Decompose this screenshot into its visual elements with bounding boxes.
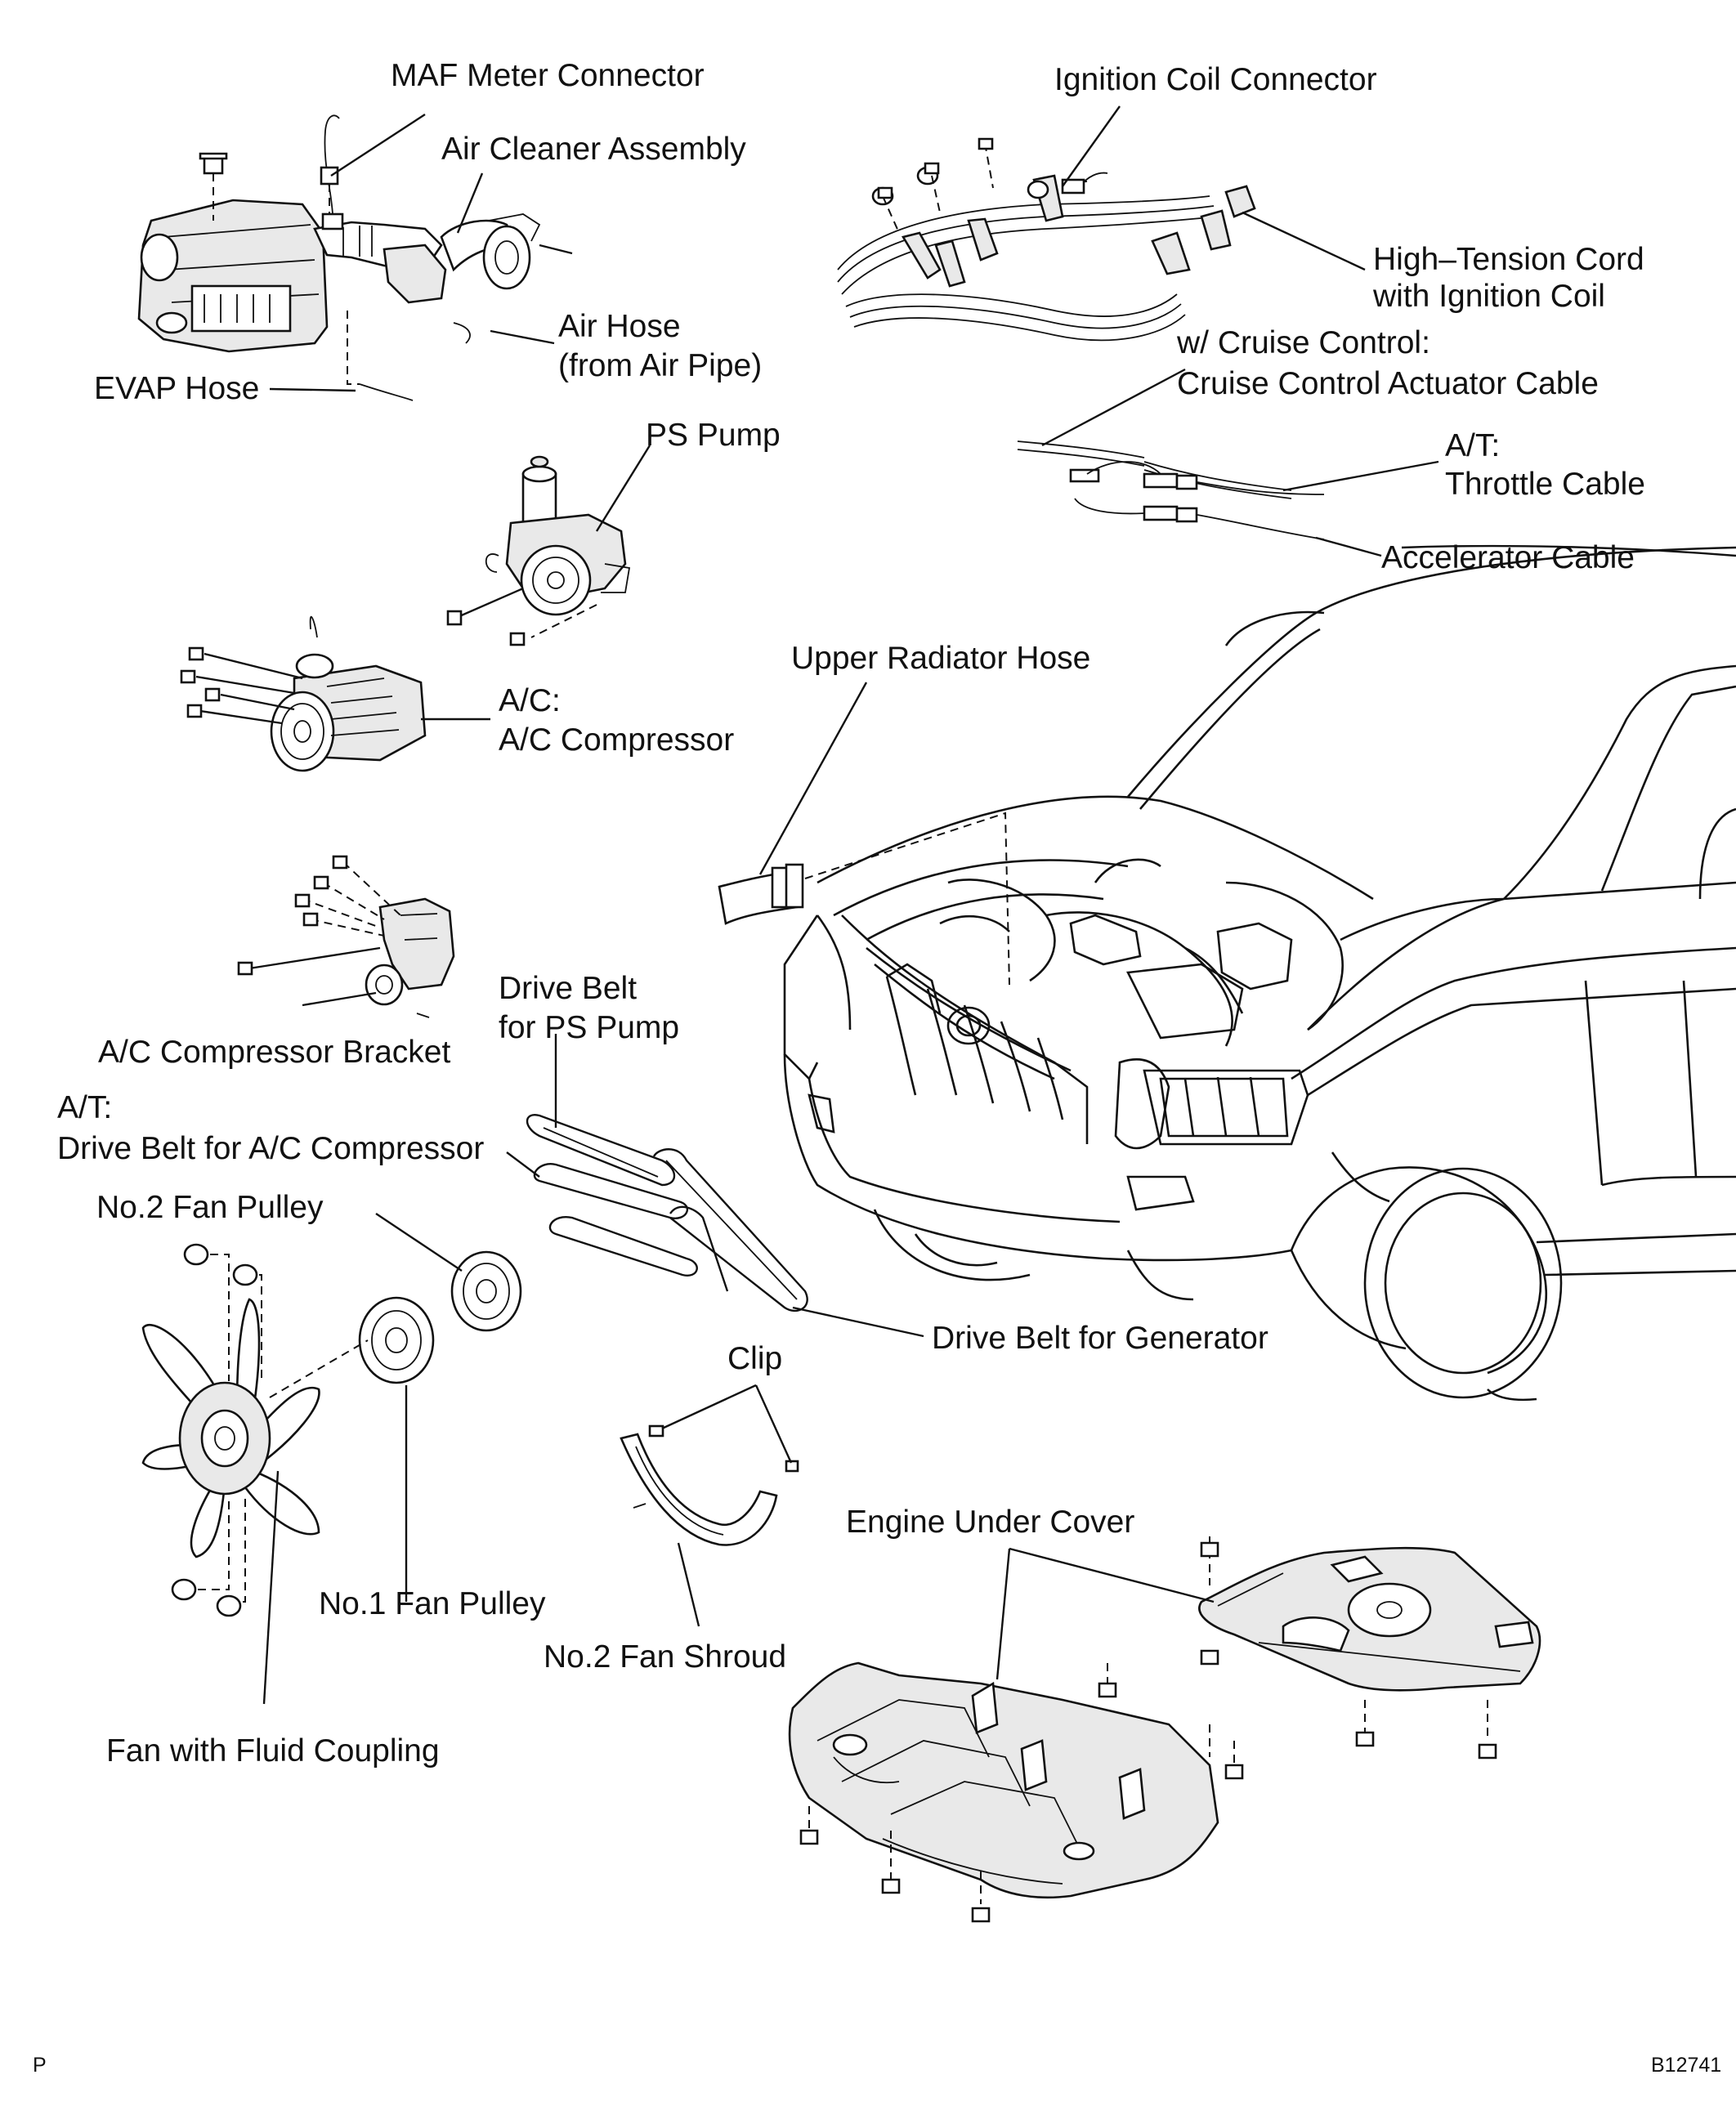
figure-footer: P B12741 (33, 2054, 1721, 2077)
label-no1-fan-pulley: No.1 Fan Pulley (319, 1586, 546, 1621)
ps-pump-illustration (446, 455, 631, 646)
label-high-tension-cord-line1: High–Tension Cord (1373, 242, 1644, 277)
ac-compressor-bracket-illustration (237, 855, 455, 1018)
label-air-hose-line1: Air Hose (558, 309, 681, 344)
label-throttle-cable-line1: A/T: (1445, 428, 1500, 463)
label-ac-compressor-line1: A/C: (499, 683, 561, 718)
leader-lines (262, 105, 1736, 1705)
label-drive-belt-generator: Drive Belt for Generator (932, 1321, 1268, 1356)
cables-illustration (1017, 440, 1325, 540)
label-cruise-control-line2: Cruise Control Actuator Cable (1177, 366, 1599, 401)
label-upper-radiator-hose: Upper Radiator Hose (791, 641, 1090, 676)
label-air-cleaner-assembly: Air Cleaner Assembly (441, 132, 746, 167)
fan-and-pulleys-illustration (141, 1243, 522, 1617)
label-high-tension-cord-line2: with Ignition Coil (1372, 279, 1605, 314)
label-drive-belt-ps-line1: Drive Belt (499, 971, 637, 1006)
ignition-coil-cords-illustration (837, 137, 1256, 342)
label-ps-pump: PS Pump (646, 418, 781, 453)
label-drive-belt-ac-line1: A/T: (57, 1090, 112, 1125)
label-engine-under-cover: Engine Under Cover (846, 1505, 1134, 1540)
label-clip: Clip (727, 1341, 782, 1376)
callout-labels: MAF Meter Connector Air Cleaner Assembly… (57, 58, 1645, 1768)
label-maf-meter-connector: MAF Meter Connector (391, 58, 705, 93)
label-cruise-control-line1: w/ Cruise Control: (1176, 325, 1430, 360)
engine-under-cover-illustration (788, 1546, 1541, 1899)
label-accelerator-cable: Accelerator Cable (1381, 540, 1635, 575)
figure-code: B12741 (1651, 2054, 1721, 2077)
label-drive-belt-ac-line2: Drive Belt for A/C Compressor (57, 1131, 484, 1166)
label-ignition-coil-connector: Ignition Coil Connector (1054, 62, 1377, 97)
truck-front-illustration (783, 546, 1736, 1402)
footer-left-mark: P (33, 2054, 47, 2077)
label-fan-with-fluid-coupling: Fan with Fluid Coupling (106, 1733, 440, 1768)
no2-fan-shroud-illustration (620, 1424, 799, 1546)
drive-belts-illustration (526, 1114, 808, 1312)
label-no2-fan-pulley: No.2 Fan Pulley (96, 1190, 324, 1225)
under-cover-bolts (799, 1536, 1497, 1923)
label-evap-hose: EVAP Hose (94, 371, 259, 406)
air-cleaner-assembly-illustration (137, 114, 573, 401)
upper-radiator-hose-illustration (718, 812, 1010, 986)
label-air-hose-line2: (from Air Pipe) (558, 348, 762, 383)
label-ac-compressor-line2: A/C Compressor (499, 722, 734, 758)
label-drive-belt-ps-line2: for PS Pump (499, 1010, 679, 1045)
label-ac-compressor-bracket: A/C Compressor Bracket (98, 1035, 450, 1070)
label-throttle-cable-line2: Throttle Cable (1445, 467, 1645, 502)
label-no2-fan-shroud: No.2 Fan Shroud (544, 1639, 786, 1675)
ac-compressor-illustration (180, 615, 427, 772)
